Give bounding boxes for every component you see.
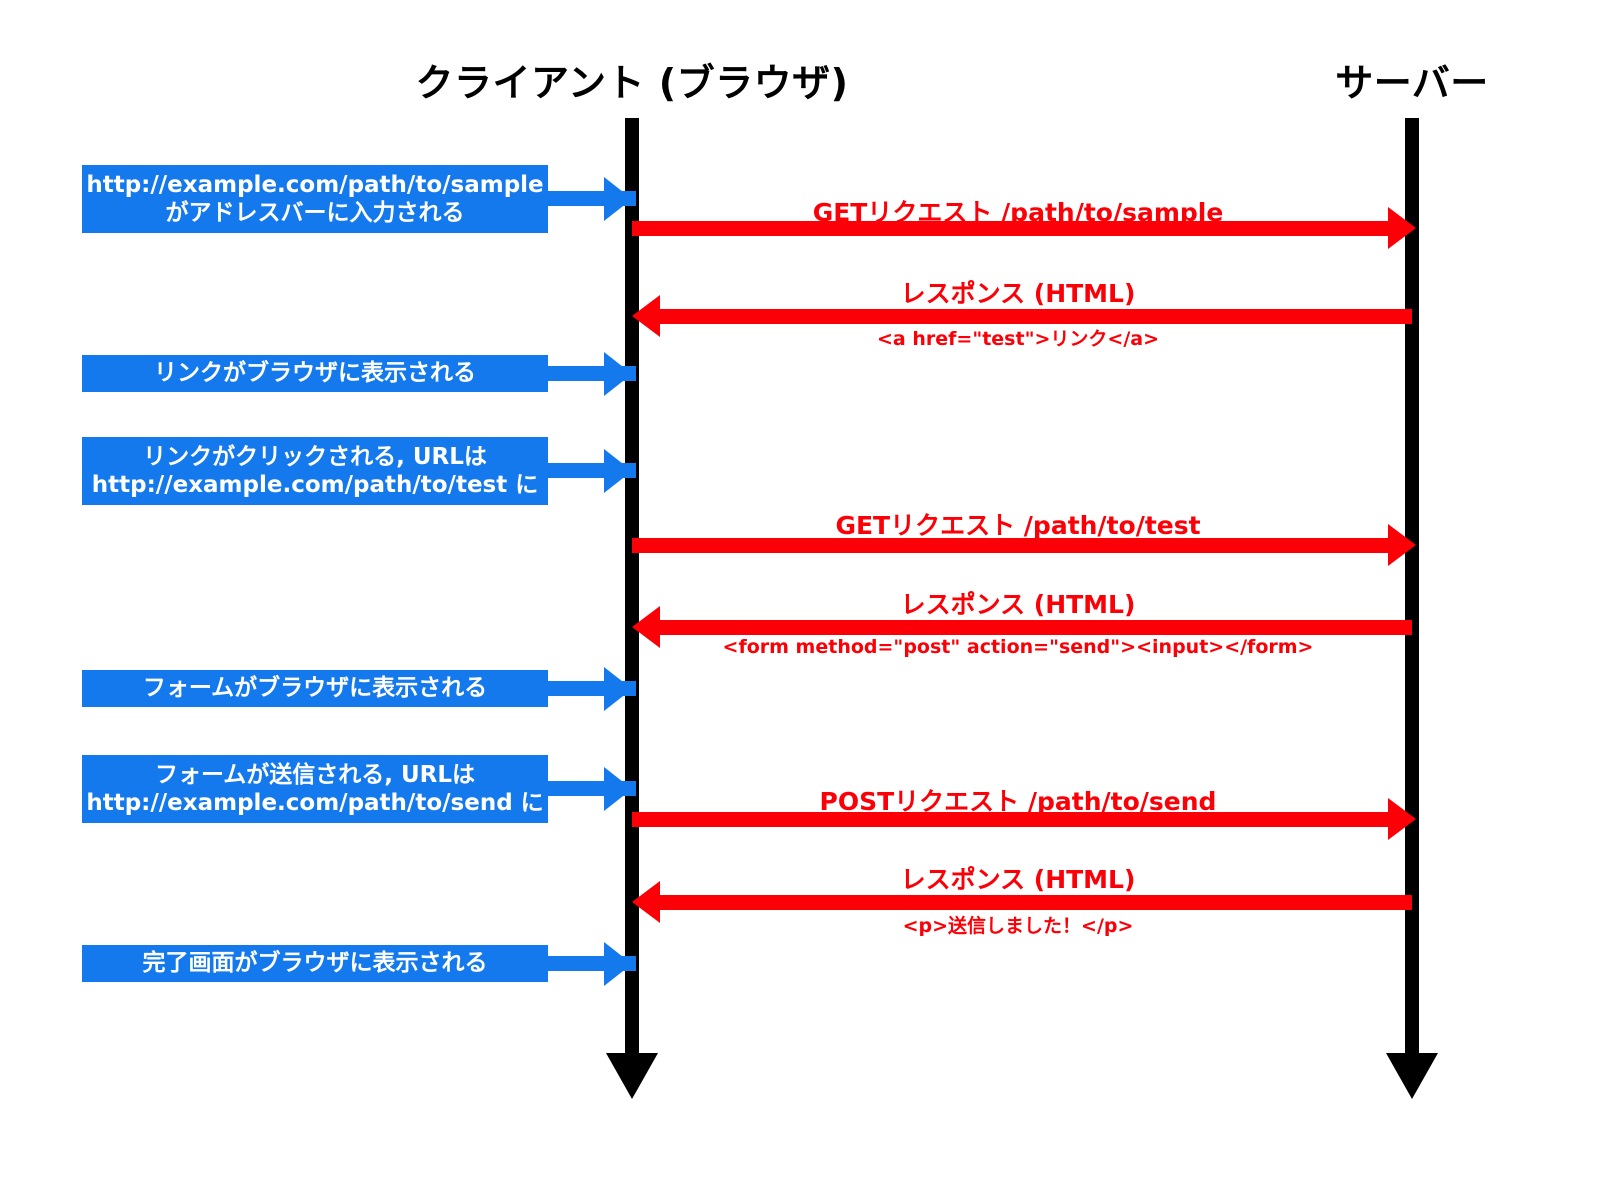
client-event-arrowhead-icon — [604, 352, 632, 396]
client-event-arrowhead-icon — [604, 767, 632, 811]
message-payload-response-html-3: <p>送信しました！</p> — [902, 915, 1134, 937]
client-event-arrowhead-icon — [604, 942, 632, 986]
message-label-post-send: POSTリクエスト /path/to/send — [819, 787, 1217, 816]
message-shaft-response-html-3 — [660, 895, 1412, 910]
client-event-box: リンクがブラウザに表示される — [82, 355, 548, 392]
client-event-text-line: リンクがブラウザに表示される — [154, 360, 476, 387]
client-event-text-line: http://example.com/path/to/sample — [86, 171, 544, 198]
client-event-box: 完了画面がブラウザに表示される — [82, 945, 548, 982]
message-arrowhead-left-icon — [632, 606, 660, 648]
message-label-response-html-3: レスポンス (HTML) — [900, 865, 1136, 894]
message-arrowhead-left-icon — [632, 881, 660, 923]
client-event-text-line: フォームが送信される, URLは — [154, 761, 476, 788]
message-shaft-get-test — [632, 538, 1392, 553]
message-label-get-test: GETリクエスト /path/to/test — [835, 511, 1201, 540]
message-arrowhead-right-icon — [1388, 798, 1416, 840]
client-event-arrowhead-icon — [604, 177, 632, 221]
message-shaft-post-send — [632, 812, 1392, 827]
message-arrowhead-left-icon — [632, 295, 660, 337]
message-arrowhead-right-icon — [1388, 207, 1416, 249]
client-event-text-line: http://example.com/path/to/test に — [91, 472, 539, 498]
client-event-box: フォームがブラウザに表示される — [82, 670, 548, 707]
message-shaft-get-sample — [632, 221, 1392, 236]
message-arrowhead-right-icon — [1388, 524, 1416, 566]
actor-label-client: クライアント (ブラウザ) — [415, 61, 849, 105]
message-payload-response-html-2: <form method="post" action="send"><input… — [722, 636, 1314, 658]
client-event-text-line: フォームがブラウザに表示される — [142, 675, 488, 702]
actor-label-server: サーバー — [1335, 61, 1489, 105]
message-label-response-html-2: レスポンス (HTML) — [900, 590, 1136, 619]
message-shaft-response-html-2 — [660, 620, 1412, 635]
message-payload-response-html-1: <a href="test">リンク</a> — [876, 328, 1160, 350]
message-shaft-response-html-1 — [660, 309, 1412, 324]
message-label-response-html-1: レスポンス (HTML) — [900, 279, 1136, 308]
lifeline-server — [1405, 118, 1419, 1053]
client-event-text-line: 完了画面がブラウザに表示される — [142, 950, 488, 977]
lifeline-arrowhead-client-icon — [606, 1053, 658, 1099]
client-event-arrowhead-icon — [604, 449, 632, 493]
client-event-arrowhead-icon — [604, 667, 632, 711]
lifeline-arrowhead-server-icon — [1386, 1053, 1438, 1099]
client-event-box: フォームが送信される, URLは http://example.com/path… — [82, 755, 548, 823]
client-event-text-line: がアドレスバーに入力される — [165, 200, 465, 226]
client-event-box: http://example.com/path/to/sample がアドレスバ… — [82, 165, 548, 233]
client-event-text-line: リンクがクリックされる, URLは — [143, 443, 487, 470]
client-event-box: リンクがクリックされる, URLは http://example.com/pat… — [82, 437, 548, 505]
client-event-text-line: http://example.com/path/to/send に — [86, 790, 544, 816]
